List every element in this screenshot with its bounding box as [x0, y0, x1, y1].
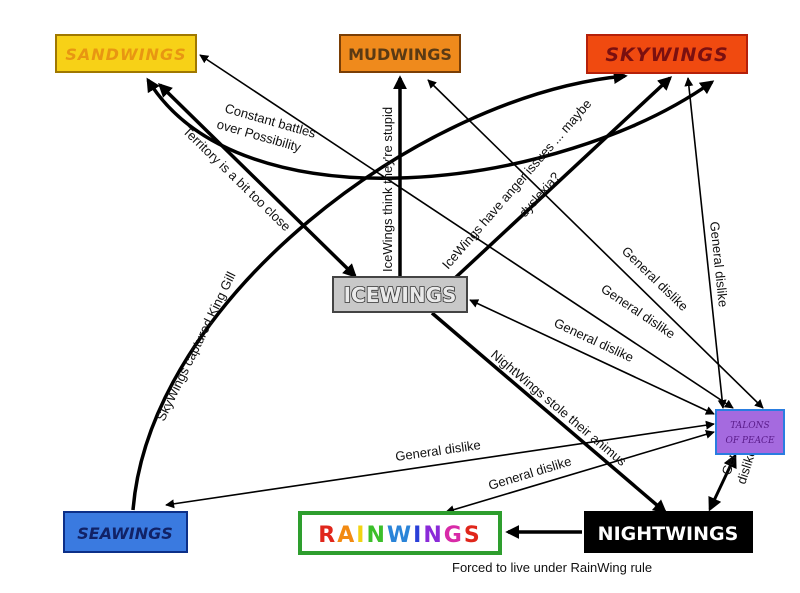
edge-talons-skywings [684, 77, 727, 409]
rainwings-letter: A [337, 523, 356, 548]
rainwings-letter: I [413, 523, 423, 548]
rainwings-letter: S [464, 523, 482, 548]
rainwings-letter: G [444, 523, 464, 548]
node-talons-of-peace[interactable]: TALONS OF PEACE [715, 409, 785, 455]
node-icewings-label: ICEWINGS [344, 283, 457, 307]
node-nightwings[interactable]: NIGHTWINGS [584, 511, 753, 553]
edge-talons-nightwings [708, 453, 737, 512]
edge-talons-icewings [469, 299, 715, 415]
label-skywings-captured: SkyWings captured King Gill [153, 269, 238, 423]
node-seawings[interactable]: SEAWINGS [63, 511, 188, 553]
edge-talons-rainwings [445, 430, 715, 514]
node-mudwings[interactable]: MUDWINGS [339, 34, 461, 73]
node-skywings[interactable]: SKYWINGS [586, 34, 748, 74]
node-sandwings-label: SANDWINGS [65, 45, 186, 64]
label-icewings-stupid: IceWings think they're stupid [380, 107, 395, 272]
edges [131, 54, 764, 539]
rainwings-letter: W [387, 523, 413, 548]
node-sandwings[interactable]: SANDWINGS [55, 34, 197, 73]
node-seawings-label: SEAWINGS [77, 524, 173, 543]
node-rainwings-label: RAINWINGS [318, 523, 481, 548]
node-talons-label-line1: TALONS [730, 421, 769, 431]
label-forced-rule: Forced to live under RainWing rule [452, 560, 652, 575]
node-talons-label-line2: OF PEACE [725, 436, 774, 446]
rainwings-letter: N [423, 523, 443, 548]
rainwings-letter: I [356, 523, 366, 548]
node-rainwings[interactable]: RAINWINGS [298, 511, 502, 555]
node-mudwings-label: MUDWINGS [348, 45, 452, 64]
edge-talons-seawings [165, 420, 715, 509]
node-icewings[interactable]: ICEWINGS [332, 276, 468, 313]
rainwings-letter: R [318, 523, 337, 548]
edge-icewings-skywings [453, 76, 673, 280]
node-nightwings-label: NIGHTWINGS [598, 523, 739, 545]
node-skywings-label: SKYWINGS [605, 44, 728, 66]
rainwings-letter: N [366, 523, 386, 548]
